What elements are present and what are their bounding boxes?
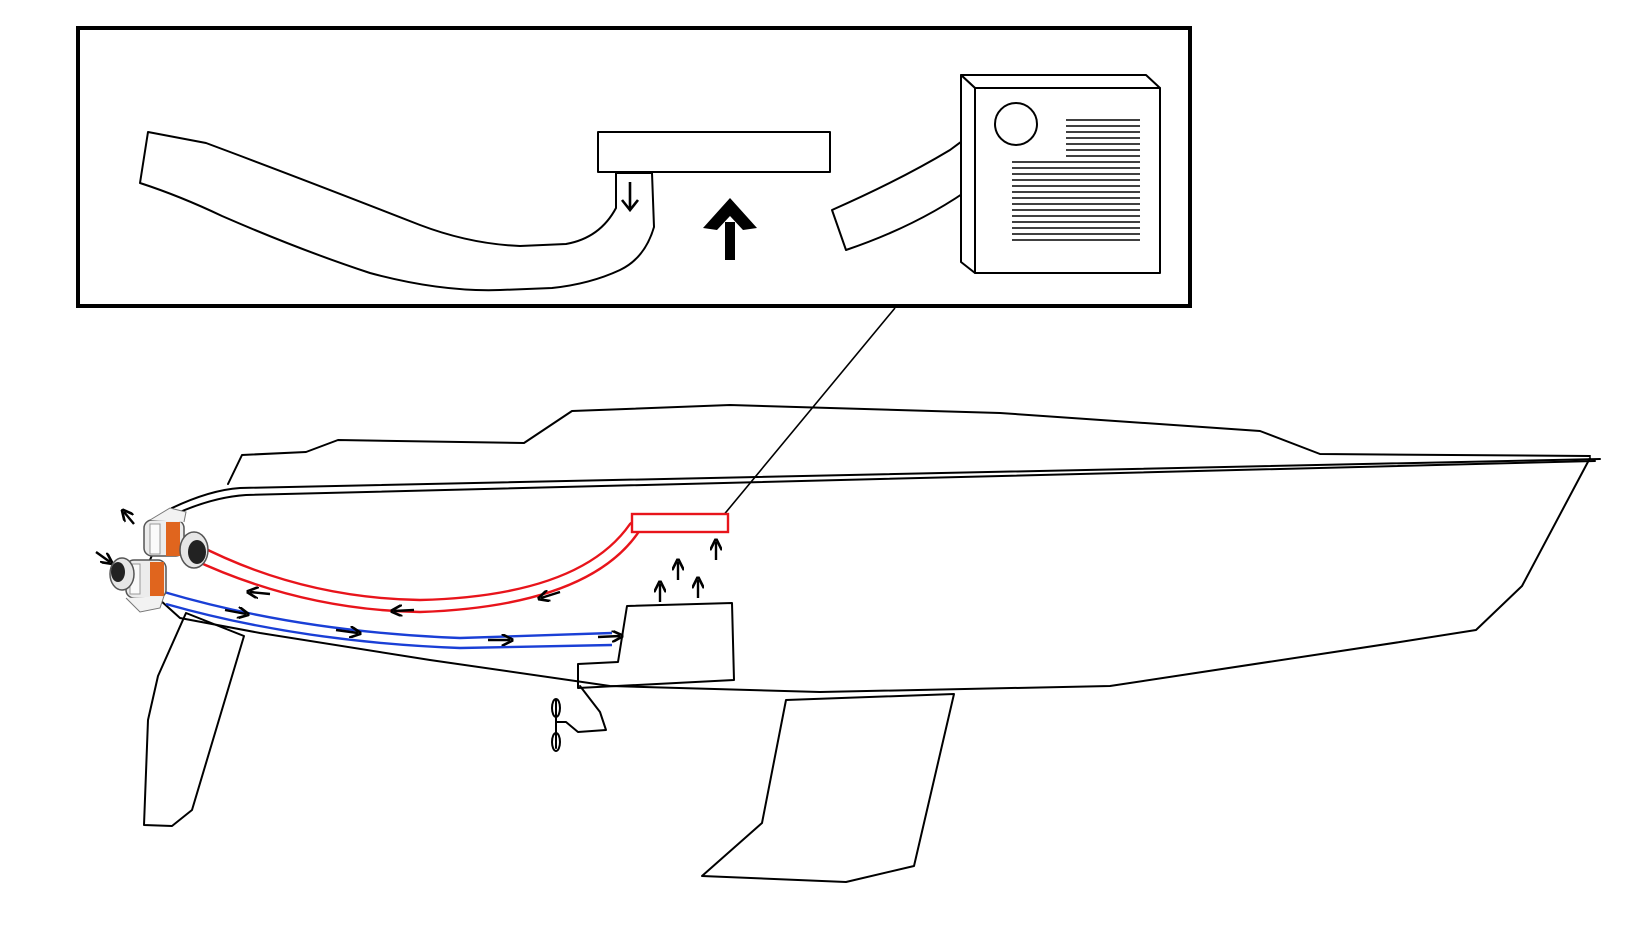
cowl-vent-icon bbox=[143, 507, 209, 569]
boat-hull bbox=[143, 404, 1601, 883]
deflector-icon bbox=[597, 131, 831, 173]
airflow-arrow-icon bbox=[394, 610, 415, 611]
deflector-icon bbox=[630, 512, 730, 534]
airflow-arrow-icon bbox=[224, 610, 246, 614]
airflow-arrow-icon bbox=[250, 592, 271, 594]
airflow-arrow-icon bbox=[541, 592, 561, 598]
cool-duct bbox=[163, 590, 613, 650]
outlet-grille-icon bbox=[960, 74, 1161, 274]
warm-duct bbox=[189, 512, 730, 614]
engine-icon bbox=[577, 602, 735, 689]
rudder bbox=[143, 612, 245, 827]
cowl-vent-icon bbox=[109, 557, 167, 613]
airflow-arrow-icon bbox=[597, 636, 620, 637]
keel bbox=[701, 693, 955, 883]
leader-line bbox=[721, 307, 896, 518]
duct-icon bbox=[139, 131, 655, 292]
inset-detail-icon bbox=[76, 26, 1192, 308]
airflow-arrow-icon bbox=[620, 182, 640, 213]
airflow-arrow-icon bbox=[335, 630, 358, 633]
propeller-icon bbox=[551, 685, 607, 752]
airflow-arrows bbox=[95, 512, 716, 640]
airflow-arrow-icon bbox=[95, 551, 110, 562]
airflow-arrow-icon bbox=[124, 512, 135, 525]
airflow-arrow-icon bbox=[703, 198, 757, 260]
